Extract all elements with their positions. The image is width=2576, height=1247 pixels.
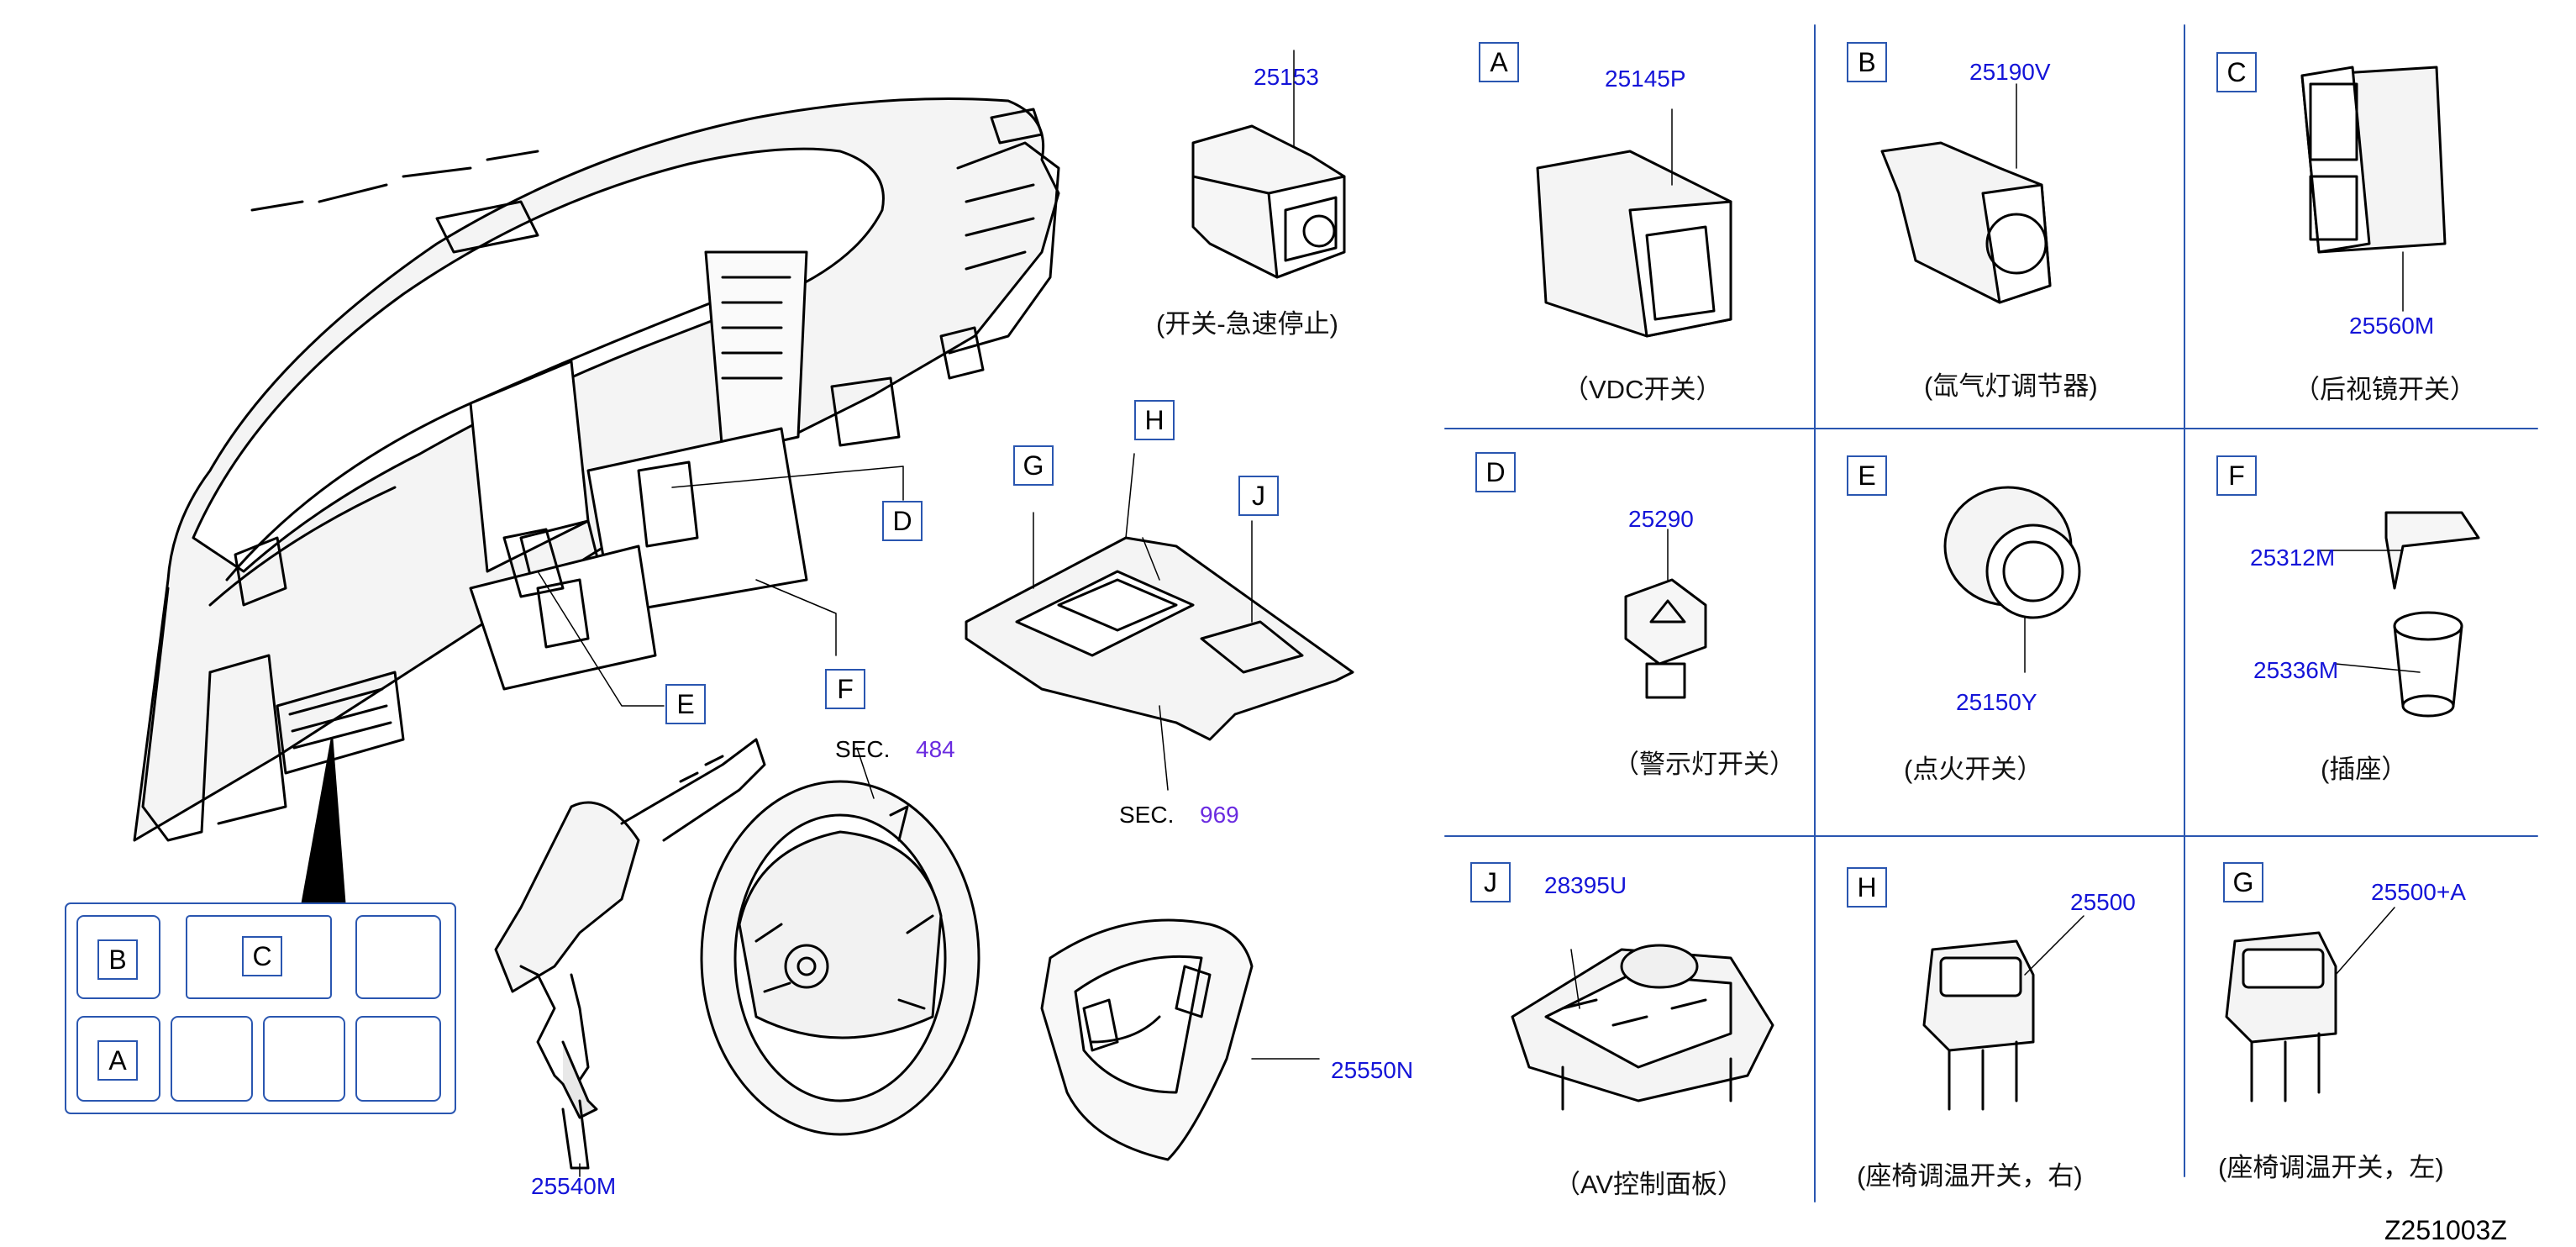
part-number-25500-a: 25500+A <box>2371 879 2466 905</box>
panel-letter-a: A <box>1479 42 1519 82</box>
panel-letter-f: F <box>2216 455 2257 496</box>
instrument-panel-drawing <box>133 97 1060 842</box>
sec-number-484: 484 <box>916 736 955 762</box>
part-number-25145p: 25145P <box>1605 66 1686 92</box>
combination-switch-drawing <box>494 738 766 1177</box>
part-number-25153: 25153 <box>1254 64 1319 90</box>
part-number-28395u: 28395U <box>1544 872 1627 898</box>
diagram-code: Z251003Z <box>2384 1215 2507 1245</box>
part-number-25190v: 25190V <box>1969 59 2051 85</box>
callout-d: D <box>882 501 923 541</box>
panel-grid-lines <box>1444 24 2538 1202</box>
part-number-25290: 25290 <box>1628 506 1694 532</box>
av-control-panel-drawing <box>1511 944 1774 1111</box>
switch-headlamp-leveler-drawing <box>1880 83 2052 304</box>
panel-letter-g: G <box>2223 862 2263 902</box>
switch-ignition-drawing <box>1943 486 2081 673</box>
steering-switch-drawing <box>1040 918 1320 1161</box>
switch-25153-drawing <box>1191 50 1346 279</box>
callout-g: G <box>1013 445 1054 486</box>
caption-av-control-panel: （AV控制面板） <box>1554 1170 1744 1199</box>
callout-f: F <box>825 669 865 709</box>
switch-panel-a: A <box>97 1040 138 1081</box>
panel-letter-j: J <box>1470 862 1511 902</box>
sec-label-484: SEC. <box>835 736 891 762</box>
caption-vdc-switch: （VDC开关） <box>1563 375 1722 404</box>
caption-ignition-switch: (点火开关） <box>1904 755 2043 784</box>
caption-seat-heater-left: (座椅调温开关，左) <box>2218 1153 2444 1182</box>
panel-letter-c: C <box>2216 52 2257 92</box>
seat-heater-right-drawing <box>1922 915 2084 1111</box>
switch-mirror-drawing <box>2300 66 2447 312</box>
panel-pointer <box>301 738 346 905</box>
callout-h: H <box>1134 400 1175 440</box>
switch-panel-b: B <box>97 939 138 980</box>
part-number-25500: 25500 <box>2070 889 2136 915</box>
switch-panel-c: C <box>242 936 282 976</box>
caption-hazard-switch: （警示灯开关） <box>1613 750 1795 779</box>
caption-headlamp-leveler: (氙气灯调节器) <box>1924 371 2098 401</box>
caption-socket: (插座） <box>2321 755 2408 784</box>
switch-vdc-drawing <box>1536 108 1732 338</box>
console-finisher-drawing <box>965 453 1354 791</box>
part-number-25150y: 25150Y <box>1956 689 2037 715</box>
panel-letter-d: D <box>1475 452 1516 492</box>
steering-wheel-drawing <box>700 747 980 1136</box>
switch-hazard-drawing <box>1624 529 1707 699</box>
callout-leaders <box>537 466 904 707</box>
callout-e: E <box>665 684 706 724</box>
panel-letter-e: E <box>1847 455 1887 496</box>
panel-letter-h: H <box>1847 867 1887 908</box>
part-number-25312m: 25312M <box>2250 545 2336 571</box>
switch-panel-inset <box>65 902 456 1114</box>
caption-seat-heater-right: (座椅调温开关，右) <box>1857 1161 2083 1191</box>
socket-drawing <box>2318 511 2480 718</box>
part-number-25550n: 25550N <box>1331 1057 1414 1083</box>
callout-j: J <box>1238 476 1279 516</box>
part-number-25336m: 25336M <box>2253 657 2339 683</box>
caption-mirror-switch: （后视镜开关） <box>2294 375 2476 404</box>
sec-number-969: 969 <box>1200 802 1239 828</box>
sec-label-969: SEC. <box>1119 802 1175 828</box>
panel-letter-b: B <box>1847 42 1887 82</box>
caption-emergency-stop: (开关-急速停止) <box>1156 309 1338 339</box>
seat-heater-left-drawing <box>2225 907 2395 1102</box>
part-number-25540m: 25540M <box>531 1173 617 1199</box>
part-number-25560m: 25560M <box>2349 313 2435 339</box>
